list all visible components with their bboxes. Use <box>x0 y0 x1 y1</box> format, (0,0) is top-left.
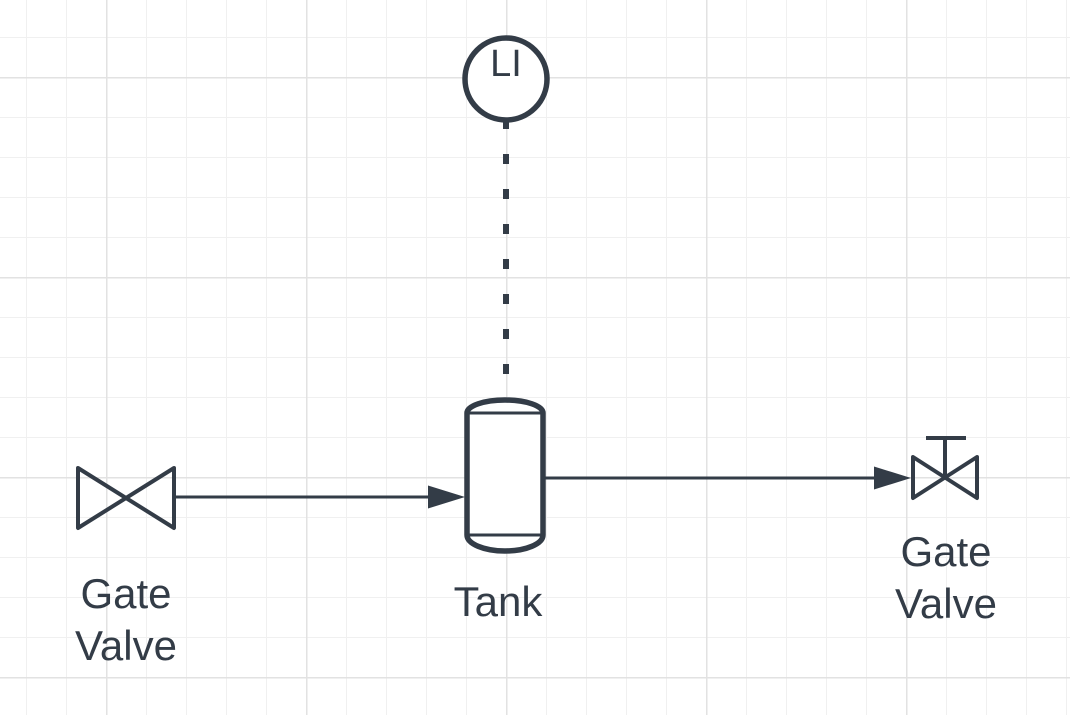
level-indicator-circle[interactable] <box>462 35 550 123</box>
outlet-valve-shape[interactable] <box>911 436 979 500</box>
tank-shape[interactable] <box>464 397 546 554</box>
outlet-valve-label[interactable]: Gate Valve <box>895 528 997 627</box>
inlet-valve-label[interactable]: Gate Valve <box>75 570 177 669</box>
level-indicator-label[interactable]: LI <box>490 43 522 85</box>
tank-label[interactable]: Tank <box>453 578 543 625</box>
inlet-valve-shape[interactable] <box>76 466 176 530</box>
outlet-pipe-arrow[interactable] <box>545 466 911 490</box>
inlet-pipe-arrow[interactable] <box>176 485 465 509</box>
